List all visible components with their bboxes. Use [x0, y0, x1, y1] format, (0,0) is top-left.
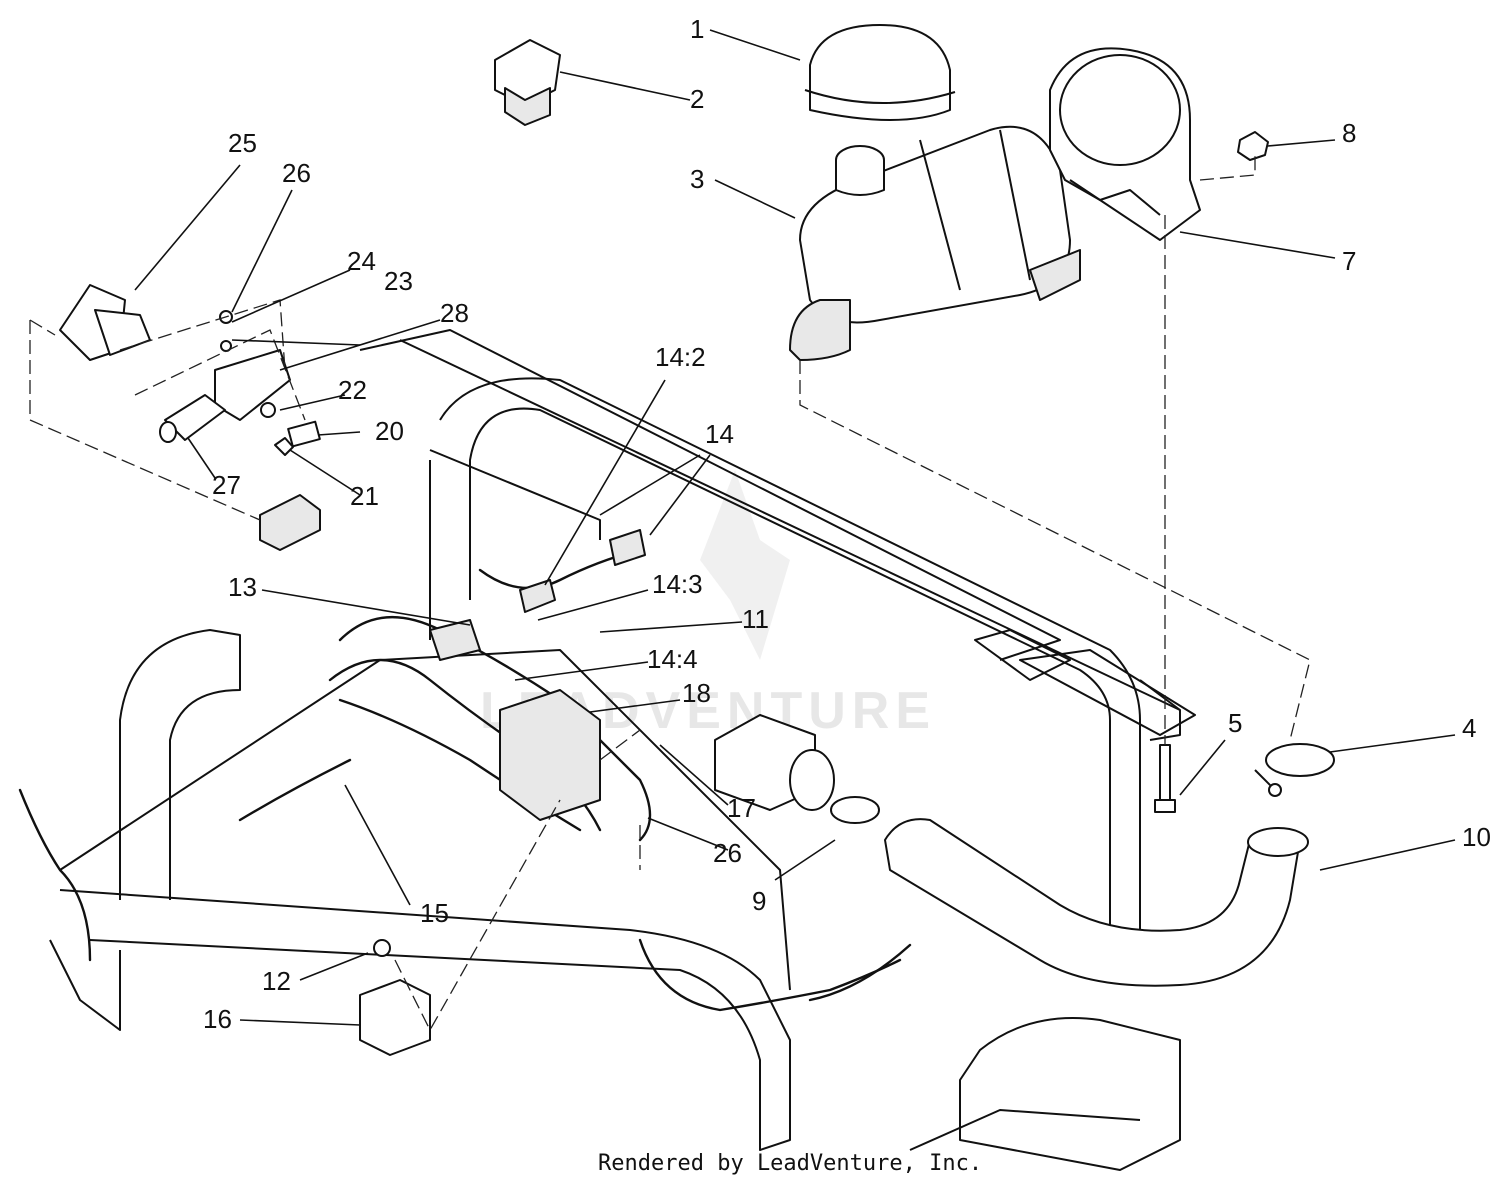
- key-switch-assembly: [59, 284, 321, 456]
- callout-9: 9: [752, 886, 766, 916]
- callout-13: 13: [228, 572, 257, 602]
- callout-27: 27: [212, 470, 241, 500]
- relay: [494, 39, 561, 126]
- watermark-logo: [700, 470, 790, 660]
- callout-5: 5: [1228, 708, 1242, 738]
- callout-14-4: 14:4: [647, 644, 698, 674]
- sensor: [714, 714, 880, 824]
- callout-labels: 1 2 3 4 5 7 8 9 10 11 12 13 14 14:2 14:3…: [203, 14, 1491, 1034]
- callout-18: 18: [682, 678, 711, 708]
- callout-25: 25: [228, 128, 257, 158]
- air-intake-hose: [884, 818, 1301, 987]
- callout-10: 10: [1462, 822, 1491, 852]
- frame: [49, 329, 1196, 1171]
- assembly-lines: [29, 155, 1311, 1032]
- air-cleaner: [789, 125, 1081, 361]
- callout-17: 17: [727, 793, 756, 823]
- callout-24: 24: [347, 246, 376, 276]
- callout-3: 3: [690, 164, 704, 194]
- relay-lower: [359, 939, 431, 1056]
- callout-15: 15: [420, 898, 449, 928]
- callout-2: 2: [690, 84, 704, 114]
- callout-26-bottom: 26: [713, 838, 742, 868]
- callout-14-3: 14:3: [652, 569, 703, 599]
- air-cleaner-bracket: [1049, 47, 1201, 241]
- callout-21: 21: [350, 481, 379, 511]
- hose-end: [1247, 827, 1309, 857]
- callout-22: 22: [338, 375, 367, 405]
- flange-nut: [1237, 131, 1269, 161]
- callout-1: 1: [690, 14, 704, 44]
- callout-11: 11: [742, 604, 769, 634]
- callout-7: 7: [1342, 246, 1356, 276]
- callout-12: 12: [262, 966, 291, 996]
- callout-28: 28: [440, 298, 469, 328]
- hose-clamp: [1254, 743, 1335, 797]
- leader-lines: [134, 29, 1456, 1026]
- callout-14: 14: [705, 419, 734, 449]
- air-cleaner-cap: [804, 24, 956, 121]
- bolt: [1154, 744, 1176, 813]
- wiring-harness: [18, 494, 912, 1012]
- callout-8: 8: [1342, 118, 1356, 148]
- callout-23: 23: [384, 266, 413, 296]
- callout-16: 16: [203, 1004, 232, 1034]
- callout-26-top: 26: [282, 158, 311, 188]
- credit-text: Rendered by LeadVenture, Inc.: [598, 1151, 982, 1176]
- callout-20: 20: [375, 416, 404, 446]
- callout-14-2: 14:2: [655, 342, 706, 372]
- callout-4: 4: [1462, 713, 1476, 743]
